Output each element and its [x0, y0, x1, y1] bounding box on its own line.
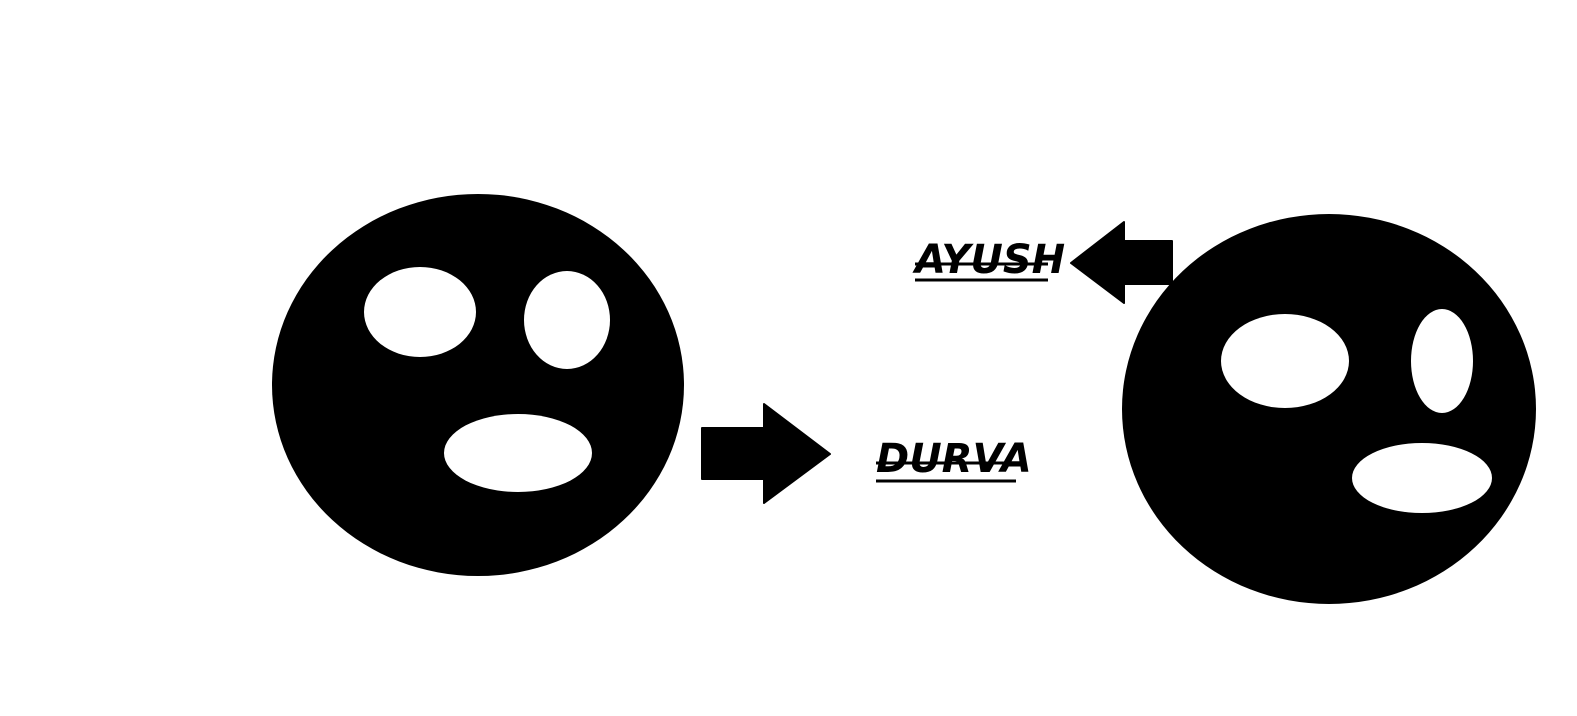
left-face-right-eye: [524, 271, 610, 369]
left-face-head: [272, 194, 684, 576]
right-face-right-eye: [1411, 309, 1473, 413]
arrow-left: [1070, 221, 1173, 304]
right-face-left-eye: [1221, 314, 1349, 408]
right-face-mouth: [1352, 443, 1492, 513]
left-face: [272, 194, 684, 576]
durva-label: DURVA: [876, 436, 1032, 482]
left-face-left-eye: [364, 267, 476, 357]
left-face-mouth: [444, 414, 592, 492]
durva-label-group: DURVA: [876, 436, 1032, 483]
right-face-head: [1122, 214, 1536, 604]
arrow-right: [701, 403, 831, 504]
ayush-label-group: AYUSH: [912, 237, 1065, 283]
right-face: [1122, 214, 1536, 604]
ayush-label: AYUSH: [912, 237, 1065, 283]
